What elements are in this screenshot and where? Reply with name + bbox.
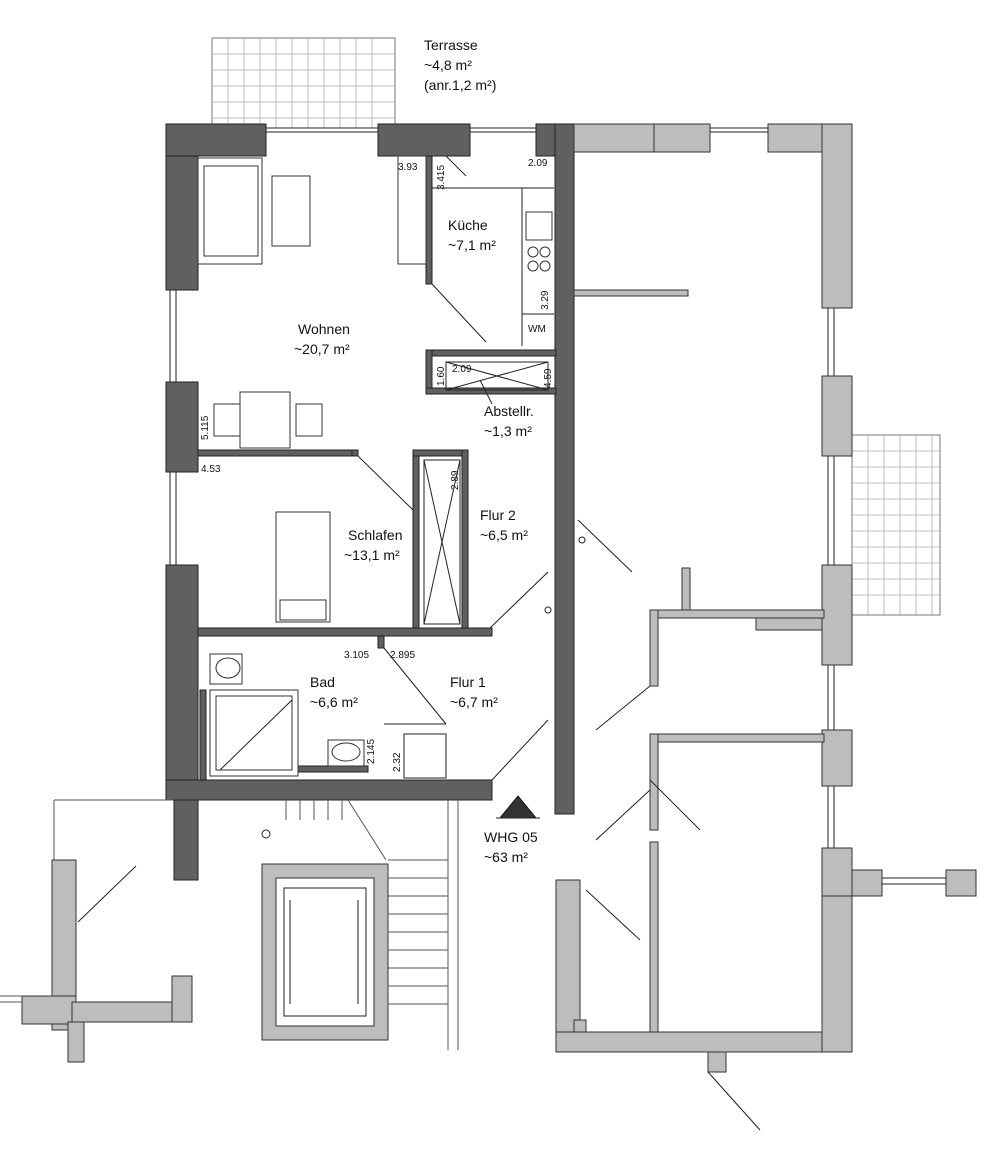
room-flur2-area: ~6,5 m² bbox=[480, 527, 528, 543]
room-wohnen-name: Wohnen bbox=[298, 321, 350, 337]
terrace-name: Terrasse bbox=[424, 37, 478, 53]
room-abstellr-name: Abstellr. bbox=[484, 403, 534, 419]
dim-453: 4.53 bbox=[201, 464, 221, 475]
kitchen-furniture bbox=[432, 155, 554, 346]
room-flur2-name: Flur 2 bbox=[480, 507, 516, 523]
wm-label: WM bbox=[528, 324, 546, 335]
terrace-top bbox=[211, 37, 396, 129]
neighbor-apartment bbox=[544, 123, 977, 1131]
dim-160: 1.60 bbox=[436, 366, 447, 386]
room-abstellr-area: ~1,3 m² bbox=[484, 423, 532, 439]
dim-393: 3.93 bbox=[398, 162, 418, 173]
storage-box bbox=[445, 361, 549, 405]
room-wohnen-area: ~20,7 m² bbox=[294, 341, 350, 357]
bedroom-furniture bbox=[275, 459, 461, 625]
door-swings bbox=[357, 283, 549, 781]
dim-3415: 3.415 bbox=[436, 165, 447, 190]
stairwell bbox=[0, 799, 459, 1063]
dim-209b: 2.09 bbox=[452, 364, 472, 375]
dim-459: 4.59 bbox=[543, 368, 554, 388]
room-schlafen-area: ~13,1 m² bbox=[344, 547, 400, 563]
dim-3105: 3.105 bbox=[344, 650, 369, 661]
terrace-label: Terrasse ~4,8 m² (anr.1,2 m²) bbox=[424, 37, 496, 93]
dim-329: 3.29 bbox=[540, 290, 551, 310]
dim-2895: 2.895 bbox=[390, 650, 415, 661]
apartment-name: WHG 05 bbox=[484, 829, 538, 845]
room-flur1-area: ~6,7 m² bbox=[450, 694, 498, 710]
room-kueche-name: Küche bbox=[448, 217, 488, 233]
entrance-marker bbox=[496, 795, 540, 819]
dim-232: 2.32 bbox=[392, 752, 403, 772]
dim-2145: 2.145 bbox=[366, 739, 377, 764]
room-kueche-area: ~7,1 m² bbox=[448, 237, 496, 253]
living-furniture bbox=[197, 155, 427, 449]
interior-walls bbox=[197, 155, 557, 781]
room-bad-name: Bad bbox=[310, 674, 335, 690]
dim-209a: 2.09 bbox=[528, 158, 548, 169]
dim-5115: 5.115 bbox=[200, 415, 211, 440]
terrace-area: ~4,8 m² bbox=[424, 57, 472, 73]
room-schlafen-name: Schlafen bbox=[348, 527, 402, 543]
bath-furniture bbox=[209, 653, 447, 779]
terrace-note: (anr.1,2 m²) bbox=[424, 77, 496, 93]
apartment-area: ~63 m² bbox=[484, 849, 528, 865]
room-flur1-name: Flur 1 bbox=[450, 674, 486, 690]
room-bad-area: ~6,6 m² bbox=[310, 694, 358, 710]
balcony-right bbox=[851, 434, 941, 616]
dim-289: 2.89 bbox=[450, 470, 461, 490]
apartment-walls bbox=[165, 123, 575, 815]
